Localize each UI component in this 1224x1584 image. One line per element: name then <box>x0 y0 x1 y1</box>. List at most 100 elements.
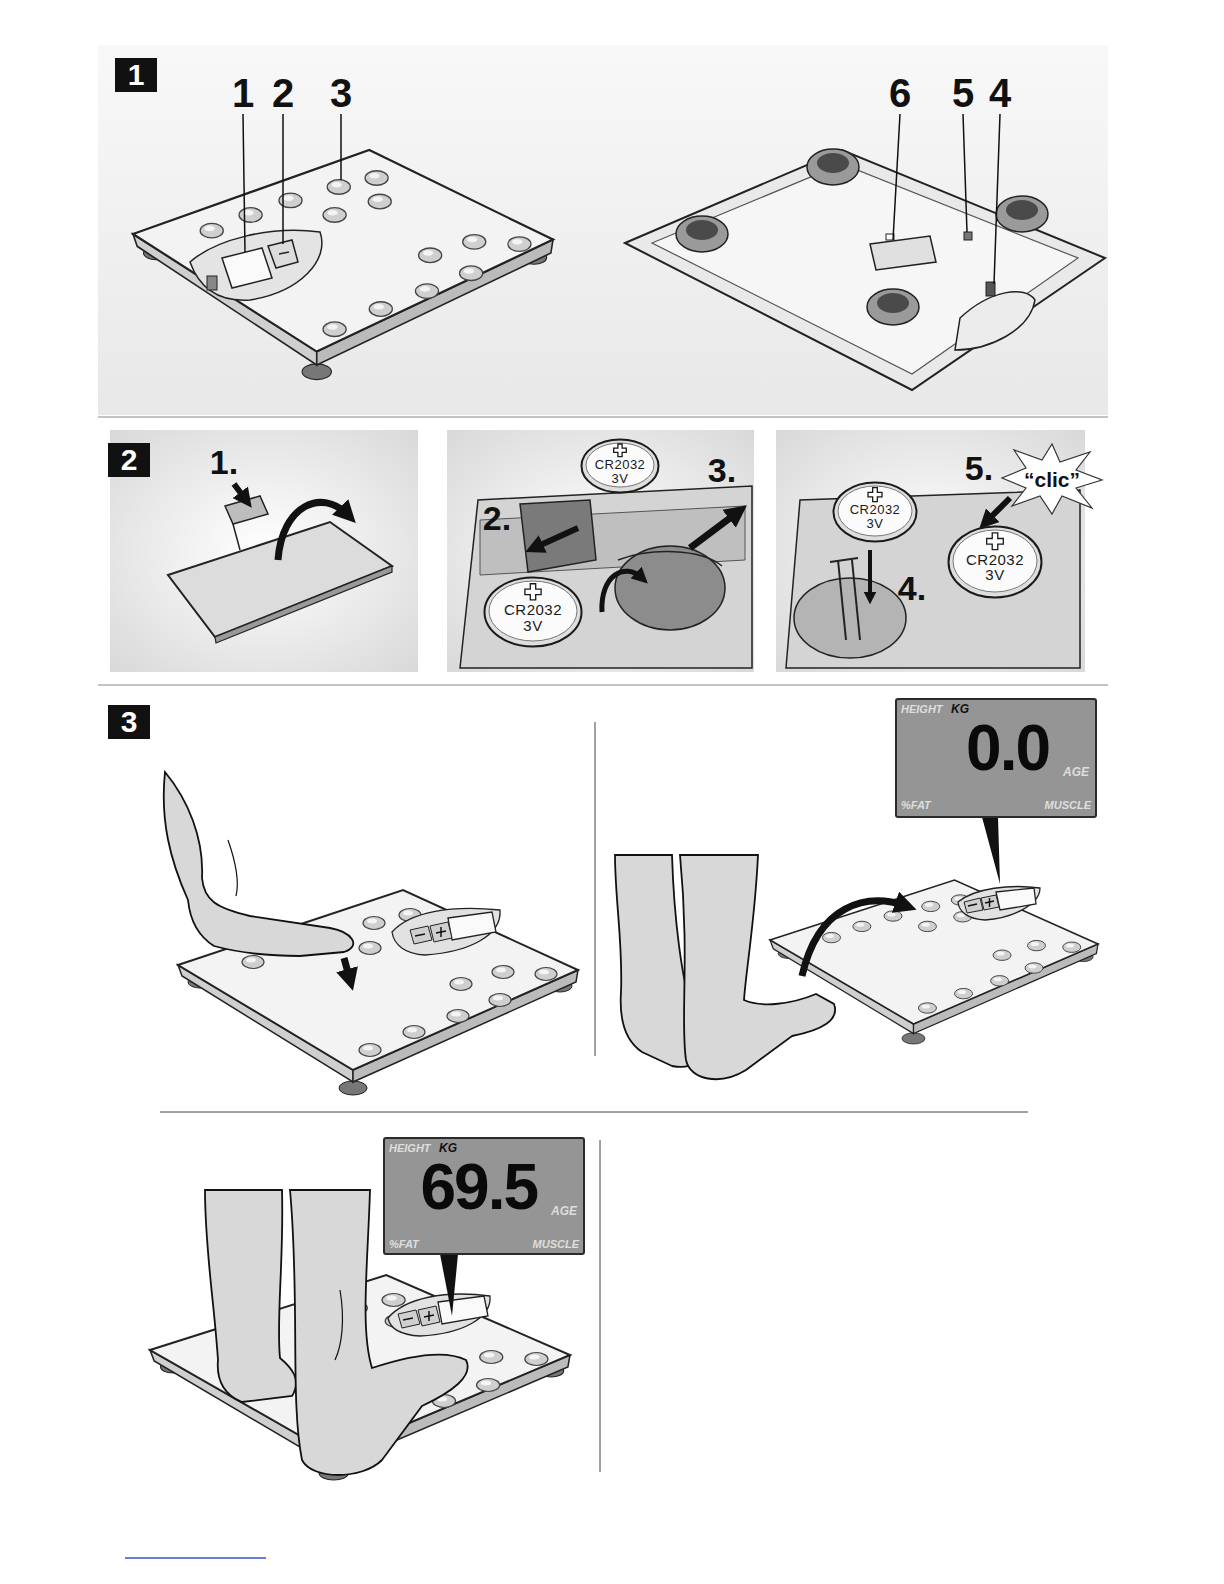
step-number: 2. <box>483 501 511 535</box>
coin-battery: CR20323V <box>832 481 918 543</box>
display-text: KG <box>439 1142 457 1154</box>
display-text: 0.0 <box>966 716 1049 780</box>
drawing-part <box>282 114 284 244</box>
drawing-part <box>877 293 909 313</box>
drawing-part <box>335 1290 342 1360</box>
drawing-part <box>870 236 936 270</box>
drawing-part <box>794 578 906 658</box>
drawing-part <box>448 912 496 940</box>
drawing-part <box>98 416 1108 417</box>
figure-number: 3 <box>108 705 150 739</box>
drawing-part <box>190 230 322 300</box>
drawing-part <box>986 282 995 296</box>
plus-symbol <box>868 488 882 502</box>
display-text: 69.5 <box>420 1155 537 1219</box>
drawing-part <box>625 150 1105 390</box>
drawing-part <box>447 430 754 672</box>
drawing-part <box>418 1306 440 1326</box>
drawing-part <box>228 840 237 896</box>
coin-battery: CR20323V <box>947 525 1043 599</box>
drawing-part <box>243 114 245 252</box>
battery-face <box>838 486 912 536</box>
drawing-part <box>415 934 425 936</box>
drawing-part <box>234 484 246 500</box>
battery-face <box>489 581 577 641</box>
step-number: 5. <box>965 451 993 485</box>
drawing-part <box>989 898 991 907</box>
drawing-part <box>652 164 1078 374</box>
step-number: 4. <box>898 571 926 605</box>
drawing-part <box>676 216 728 252</box>
drawing-part <box>243 114 1000 284</box>
drawing-part <box>233 524 240 550</box>
figure-number: 1 <box>115 58 157 92</box>
coin-battery: CR20323V <box>580 438 660 494</box>
drawing-part <box>222 248 272 288</box>
drawing-part <box>838 560 846 640</box>
figure-number-text: 1 <box>128 60 145 90</box>
drawing-part <box>994 114 1000 284</box>
battery-marking: 3V <box>867 517 884 531</box>
drawing-part <box>964 898 983 913</box>
drawing-part <box>520 500 596 572</box>
drawing-part <box>460 486 752 668</box>
display-text: MUSCLE <box>533 1239 579 1250</box>
drawing-part <box>225 496 268 524</box>
drawing-part <box>996 888 1036 910</box>
callout-number: 6 <box>889 73 911 113</box>
drawing-part <box>133 150 553 380</box>
plus-symbol <box>614 444 627 457</box>
drawing-part <box>388 1294 490 1336</box>
drawing-part <box>440 1254 458 1316</box>
display-text: AGE <box>551 1205 577 1217</box>
lcd-display: HEIGHTKG0.0AGE%FATMUSCLE <box>895 698 1097 818</box>
drawing-part <box>279 252 289 254</box>
drawing-part <box>98 684 1108 685</box>
battery-marking: CR2032 <box>504 602 562 618</box>
drawing-part <box>786 490 1080 668</box>
drawing-part <box>686 220 718 240</box>
plus-symbol <box>987 533 1004 550</box>
battery-rim <box>582 440 659 493</box>
drawing-part <box>207 276 217 290</box>
battery-rim <box>834 483 917 542</box>
drawing-part <box>968 904 977 906</box>
display-text: KG <box>951 703 969 715</box>
battery-marking: CR2032 <box>850 503 901 517</box>
drawing-part <box>215 566 392 643</box>
figure-number-text: 3 <box>121 707 138 737</box>
callout-number: 5 <box>952 73 974 113</box>
battery-face <box>953 530 1037 592</box>
battery-marking: 3V <box>523 618 542 634</box>
drawing-part <box>1006 200 1038 220</box>
drawing-part <box>802 901 906 976</box>
drawing-part <box>268 240 298 268</box>
drawing-part <box>615 546 725 630</box>
figure-number-text: 2 <box>121 445 138 475</box>
figure-number: 2 <box>108 443 150 477</box>
step-number: 1. <box>210 445 238 479</box>
drawing-part <box>986 498 1010 522</box>
battery-marking: CR2032 <box>966 552 1024 568</box>
drawing-part <box>438 1296 488 1324</box>
drawing-part <box>893 114 900 240</box>
drawing-part <box>160 1112 1028 1113</box>
drawing-part <box>817 153 849 173</box>
drawing-part <box>428 1311 430 1321</box>
drawing-part <box>340 114 342 180</box>
drawing-part <box>110 430 418 672</box>
drawing-part <box>98 45 1108 415</box>
coin-battery: CR20323V <box>483 576 583 648</box>
drawing-part <box>996 196 1048 232</box>
plus-symbol <box>525 584 541 600</box>
drawing-part <box>868 550 872 598</box>
callout-number: 4 <box>989 73 1011 113</box>
drawing-part <box>205 1190 296 1402</box>
display-text: AGE <box>1063 766 1089 778</box>
lcd-display: HEIGHTKG69.5AGE%FATMUSCLE <box>383 1137 585 1255</box>
display-text: %FAT <box>901 800 931 811</box>
drawing-part <box>982 817 1000 884</box>
drawing-part <box>690 512 738 548</box>
battery-rim <box>485 578 582 647</box>
sound-word: “clic” <box>1024 469 1080 490</box>
